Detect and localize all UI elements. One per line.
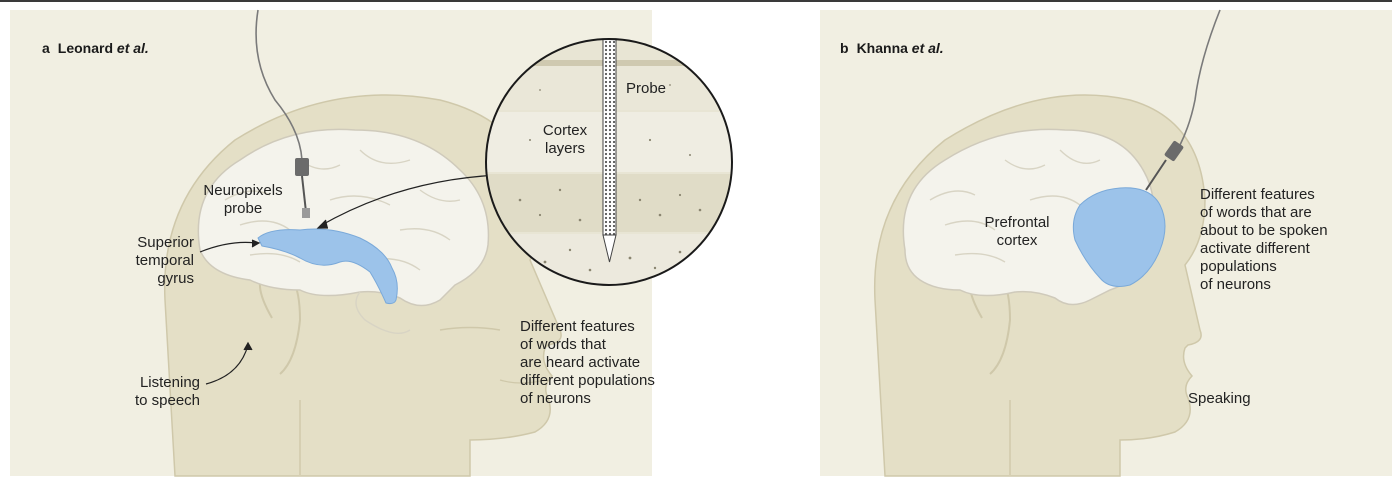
panel-b-description: Different features of words that are abo… — [1200, 186, 1385, 294]
inset-layers-label: Cortex layers — [530, 122, 600, 158]
superior-temporal-gyrus-label: Superior temporal gyrus — [60, 234, 194, 288]
probe-label: Neuropixels probe — [188, 182, 298, 218]
inset-probe-label: Probe — [626, 80, 666, 98]
prefrontal-cortex-label: Prefrontal cortex — [972, 214, 1062, 250]
panel-b-label: bKhanna et al. — [840, 40, 944, 56]
panel-a-description: Different features of words that are hea… — [520, 318, 700, 408]
action-label: Speaking — [1188, 390, 1251, 408]
stimulus-label: Listening to speech — [80, 374, 200, 410]
panel-a-label: aLeonard et al. — [42, 40, 149, 56]
